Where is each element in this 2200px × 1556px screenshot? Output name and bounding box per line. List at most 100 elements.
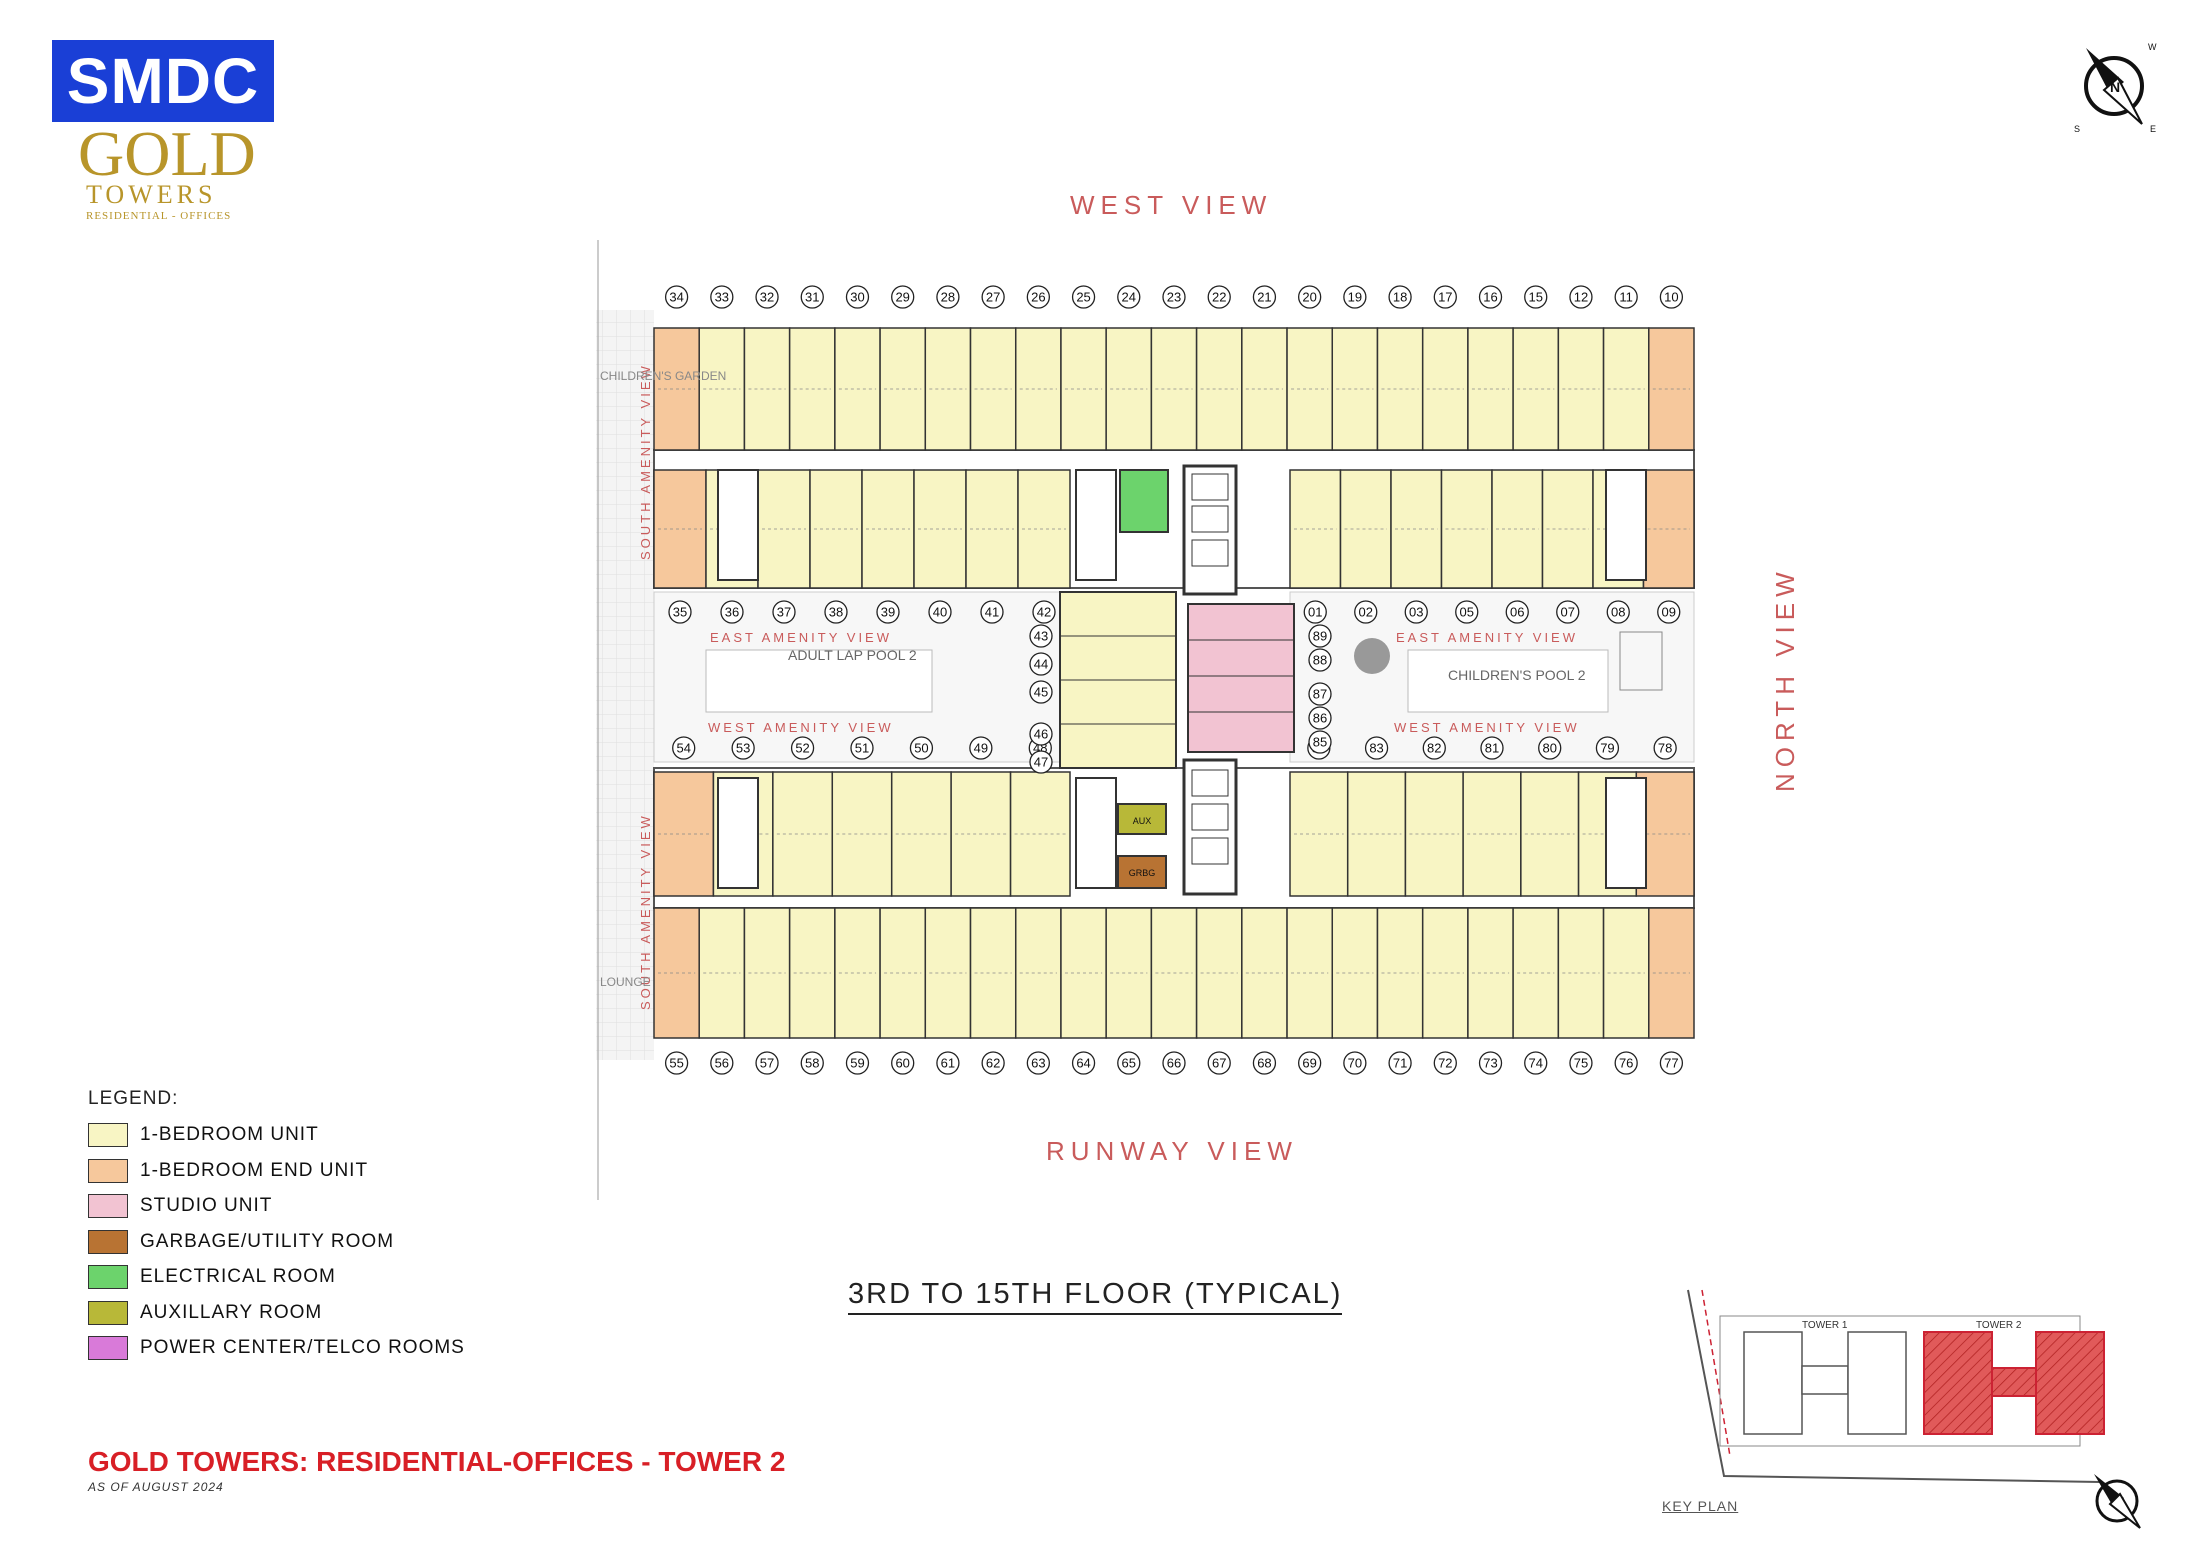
auxillary-room xyxy=(1117,803,1167,835)
unit-number-marker: 28 xyxy=(936,285,960,309)
unit-number-text: 43 xyxy=(1034,629,1048,644)
unit-number-text: 19 xyxy=(1348,290,1362,305)
unit-number-text: 71 xyxy=(1393,1056,1407,1071)
legend-label: 1-BEDROOM END UNIT xyxy=(140,1159,369,1181)
unit-number-text: 28 xyxy=(941,290,955,305)
unit-number-text: 45 xyxy=(1034,685,1048,700)
unit-number-text: 79 xyxy=(1600,741,1614,756)
unit-number-circle xyxy=(1364,736,1389,760)
legend-swatch xyxy=(88,1158,128,1183)
unit-number-circle xyxy=(710,1051,734,1075)
unit-number-marker: 45 xyxy=(1029,680,1053,704)
compass-icon: N S E W xyxy=(2074,42,2157,134)
unit-number-text: 62 xyxy=(986,1056,1000,1071)
unit-number-circle xyxy=(981,285,1005,309)
unit-number-circle xyxy=(1162,285,1186,309)
unit-number-marker: 30 xyxy=(845,285,870,309)
footer-date: AS OF AUGUST 2024 xyxy=(88,1480,224,1494)
unit-number-marker: 56 xyxy=(710,1051,734,1075)
floor-title: 3RD TO 15TH FLOOR (TYPICAL) xyxy=(848,1278,1343,1315)
compass-south-letter: S xyxy=(2074,124,2080,134)
unit-number-circle xyxy=(1308,624,1332,648)
legend-label: ELECTRICAL ROOM xyxy=(140,1266,336,1287)
studio-units xyxy=(1187,603,1295,753)
unit-number-text: 27 xyxy=(986,290,1000,305)
unit-number-text: 70 xyxy=(1348,1056,1362,1071)
unit-number-circle xyxy=(1071,1051,1096,1075)
unit-number-circle xyxy=(981,1051,1005,1075)
unit-number-text: 81 xyxy=(1485,741,1499,756)
unit-number-text: 15 xyxy=(1529,290,1543,305)
unit-number-circle xyxy=(845,285,870,309)
legend-swatch xyxy=(88,1336,128,1360)
unit-number-marker: 59 xyxy=(845,1051,870,1075)
unit-number-marker: 81 xyxy=(1480,736,1504,760)
unit-number-circle xyxy=(1029,750,1053,774)
unit-number-text: 75 xyxy=(1574,1056,1588,1071)
unit-number-text: 66 xyxy=(1167,1056,1181,1071)
legend-item: STUDIO UNIT xyxy=(88,1191,272,1221)
unit-number-circle xyxy=(1162,1051,1186,1075)
unit-number-marker: 51 xyxy=(850,736,874,760)
legend-item: GARBAGE/UTILITY ROOM xyxy=(88,1227,394,1257)
unit-number-text: 58 xyxy=(805,1056,819,1071)
unit-number-text: 67 xyxy=(1212,1056,1226,1071)
unit-number-text: 64 xyxy=(1076,1056,1090,1071)
unit-number-text: 01 xyxy=(1308,605,1322,620)
unit-number-marker: 70 xyxy=(1343,1051,1367,1075)
unit-number-circle xyxy=(909,736,934,760)
unit-number-marker: 63 xyxy=(1026,1051,1050,1075)
unit-number-text: 18 xyxy=(1393,290,1407,305)
unit-number-marker: 78 xyxy=(1653,736,1677,760)
east-amenity-view-right: EAST AMENITY VIEW xyxy=(1396,630,1578,645)
unit-number-text: 37 xyxy=(777,605,791,620)
unit-number-text: 78 xyxy=(1658,741,1672,756)
south-amenity-area xyxy=(596,310,654,1060)
legend-label: 1-BEDROOM UNIT xyxy=(140,1124,319,1145)
unit-number-text: 82 xyxy=(1427,741,1441,756)
legend-item: POWER CENTER/TELCO ROOMS xyxy=(88,1333,465,1363)
legend-label: AUXILLARY ROOM xyxy=(140,1301,323,1323)
unit-number-marker: 24 xyxy=(1117,285,1141,309)
unit-number-circle xyxy=(980,600,1004,624)
unit-number-circle xyxy=(1480,736,1504,760)
unit-number-marker: 41 xyxy=(980,600,1004,624)
unit-number-marker: 11 xyxy=(1614,285,1638,309)
unit-number-circle xyxy=(936,1051,960,1075)
unit-number-marker: 20 xyxy=(1298,285,1322,309)
unit-number-circle xyxy=(1614,1051,1638,1075)
legend-item: AUXILLARY ROOM xyxy=(88,1298,322,1328)
unit-number-circle xyxy=(710,285,734,309)
unit-number-marker: 73 xyxy=(1478,1051,1503,1075)
unit-number-circle xyxy=(891,285,915,309)
unit-number-circle xyxy=(1029,680,1053,704)
unit-number-circle xyxy=(1343,1051,1367,1075)
unit-number-marker: 46 xyxy=(1029,722,1053,746)
unit-number-text: 54 xyxy=(676,741,690,756)
unit xyxy=(1331,327,1379,451)
west-amenity-view-right: WEST AMENITY VIEW xyxy=(1394,720,1580,735)
unit-number-text: 06 xyxy=(1510,605,1524,620)
garbage-room-tag: GRBG xyxy=(1129,868,1156,878)
unit-number-marker: 18 xyxy=(1388,285,1412,309)
unit-number-circle xyxy=(1614,285,1638,309)
unit-number-text: 72 xyxy=(1438,1056,1452,1071)
childrens-pool xyxy=(1407,649,1609,713)
unit-number-text: 21 xyxy=(1257,290,1271,305)
unit xyxy=(913,469,967,589)
unit-number-text: 56 xyxy=(715,1056,729,1071)
unit-number-circle xyxy=(1404,600,1428,624)
unit-number-text: 33 xyxy=(715,290,729,305)
legend-label: STUDIO UNIT xyxy=(140,1195,273,1216)
unit-number-marker: 80 xyxy=(1538,736,1562,760)
unit-number-marker: 58 xyxy=(800,1051,824,1075)
unit-number-marker: 29 xyxy=(891,285,915,309)
gold-towers-logo-gold: GOLD xyxy=(78,118,256,189)
legend-label: POWER CENTER/TELCO ROOMS xyxy=(140,1337,465,1358)
pool-steps xyxy=(1619,631,1663,691)
unit xyxy=(757,469,811,589)
unit-number-circle xyxy=(1478,1051,1503,1075)
unit-number-text: 89 xyxy=(1313,629,1327,644)
unit-number-text: 55 xyxy=(669,1056,683,1071)
unit-number-text: 02 xyxy=(1359,605,1373,620)
